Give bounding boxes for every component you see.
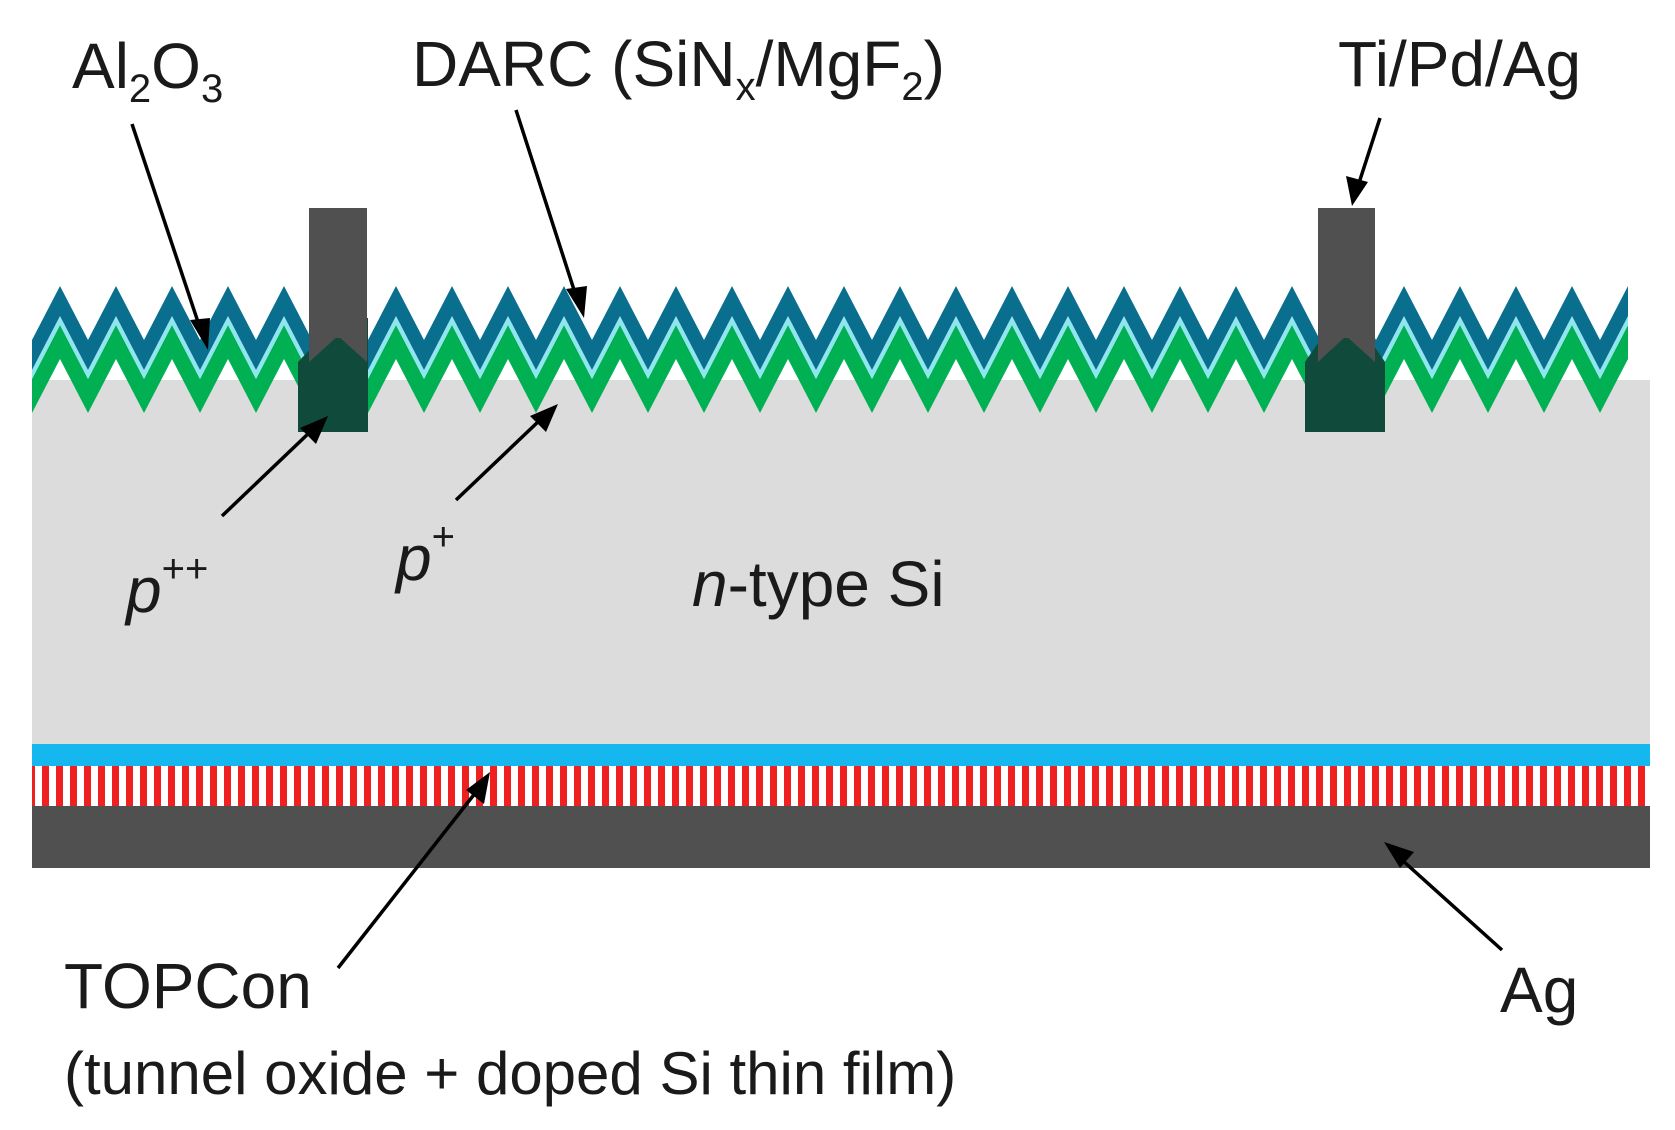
arrowhead-darc	[566, 286, 587, 318]
arrowhead-al2o3	[190, 318, 210, 350]
arrow-contact	[1356, 117, 1382, 187]
rear-ag-layer	[32, 806, 1650, 868]
arrowhead-p-plus-plus	[300, 416, 328, 444]
interlayer-light	[32, 316, 1628, 379]
ti-pd-ag-contact-left	[309, 208, 367, 338]
label-p-plus: p+	[394, 515, 455, 594]
tunnel-oxide-layer	[32, 744, 1650, 766]
label-topcon: TOPCon	[64, 950, 312, 1022]
label-darc: DARC (SiNx/MgF2)	[412, 28, 945, 109]
arrowhead-p-plus	[530, 404, 558, 432]
al2o3-passivation-layer	[32, 286, 1628, 370]
p-plus-emitter-layer	[32, 325, 1628, 413]
arrow-rear-ag	[1400, 858, 1504, 952]
arrow-p-plus-plus	[220, 430, 312, 518]
arrow-al2o3	[130, 123, 202, 329]
contact-right-tip	[1318, 336, 1375, 362]
arrowhead-topcon	[466, 772, 490, 804]
label-substrate: n-type Si	[692, 548, 945, 620]
arrowhead-contact	[1346, 176, 1368, 206]
arrow-p-plus	[454, 418, 542, 502]
doped-si-thin-film-layer	[32, 766, 1650, 806]
arrow-darc	[514, 109, 578, 297]
label-topcon-detail: (tunnel oxide + doped Si thin film)	[64, 1040, 956, 1107]
arrow-topcon	[336, 790, 478, 970]
label-al2o3: Al2O3	[72, 30, 223, 111]
label-contact: Ti/Pd/Ag	[1338, 28, 1581, 100]
contact-left-tip	[309, 336, 367, 362]
label-rear-ag: Ag	[1500, 954, 1578, 1026]
arrowhead-rear-ag	[1384, 842, 1414, 868]
label-p-plus-plus: p++	[124, 547, 208, 626]
ti-pd-ag-contact-right	[1318, 208, 1375, 338]
